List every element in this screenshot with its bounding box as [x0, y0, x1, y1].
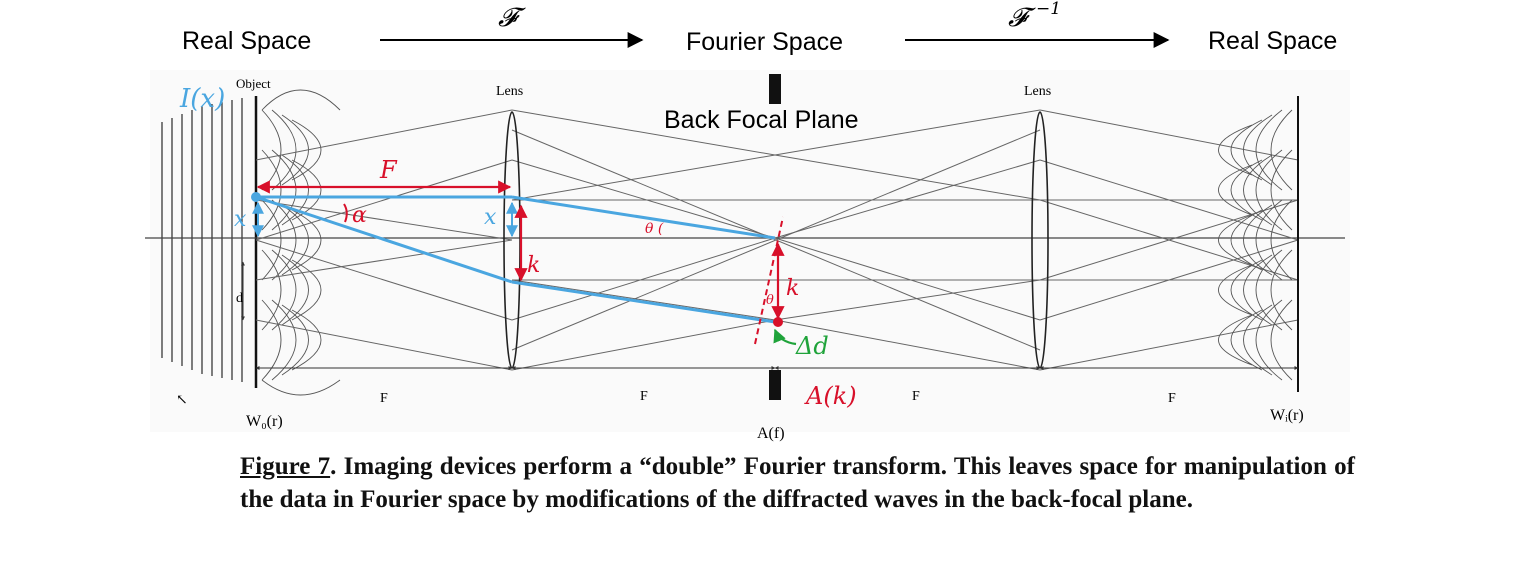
aperture-bottom	[769, 370, 781, 400]
object-label: Object	[236, 76, 271, 91]
focal-segment-2: F	[640, 389, 648, 404]
x-label-lens: x	[484, 205, 497, 230]
incident-wavefronts	[161, 98, 243, 382]
header-fourier-space: Fourier Space	[686, 28, 843, 56]
r-arrow-label: ↖	[176, 393, 188, 408]
image-diffraction-wavelets	[1218, 109, 1293, 381]
k-label-lens: k	[527, 253, 540, 278]
intensity-label: I(x)	[179, 84, 225, 114]
k-label-bfp: k	[786, 276, 799, 301]
inverse-exponent: −1	[1036, 0, 1061, 19]
focal-segment-3: F	[912, 389, 920, 404]
focal-segment-4: F	[1168, 391, 1176, 406]
back-focal-plane-label: Back Focal Plane	[664, 106, 859, 134]
image-wave-label: Wᵢ(r)	[1270, 407, 1304, 424]
focal-segment-1: F	[380, 391, 388, 406]
fourier-transform-symbol: 𝓕	[498, 3, 526, 33]
theta-label-lower: θ	[766, 293, 774, 308]
theta-label-upper: θ (	[645, 221, 664, 237]
right-lens-label: Lens	[1024, 84, 1051, 99]
focal-length-label: F	[379, 156, 398, 184]
delta-d-arrow	[773, 328, 797, 346]
alpha-label: α	[352, 203, 367, 228]
x-label-left: x	[234, 207, 247, 232]
amplitude-label: A(k)	[804, 382, 857, 410]
left-lens-label: Lens	[496, 84, 523, 99]
optical-rays	[255, 109, 1299, 371]
delta-d-label: Δd	[795, 332, 829, 360]
tilted-plane-line	[754, 216, 784, 345]
inverse-fourier-symbol: 𝓕	[1008, 3, 1036, 33]
figure-number: Figure 7	[240, 453, 331, 480]
figure-caption: Figure 7. Imaging devices perform a “dou…	[240, 450, 1355, 516]
fourier-amplitude-label: A(f)	[757, 425, 785, 442]
alpha-angle-arc	[343, 203, 348, 223]
highlighted-rays	[255, 195, 776, 324]
focal-distance-markers	[241, 261, 1299, 370]
header-real-space-right: Real Space	[1208, 27, 1337, 55]
aperture-top	[769, 74, 781, 104]
object-point	[251, 192, 261, 202]
caption-text: . Imaging devices perform a “double” Fou…	[240, 453, 1355, 513]
object-wave-label: W₀(r)	[246, 413, 283, 430]
header-real-space-left: Real Space	[182, 27, 311, 55]
spacing-d-label: d	[236, 291, 243, 306]
fourier-point	[773, 317, 783, 327]
